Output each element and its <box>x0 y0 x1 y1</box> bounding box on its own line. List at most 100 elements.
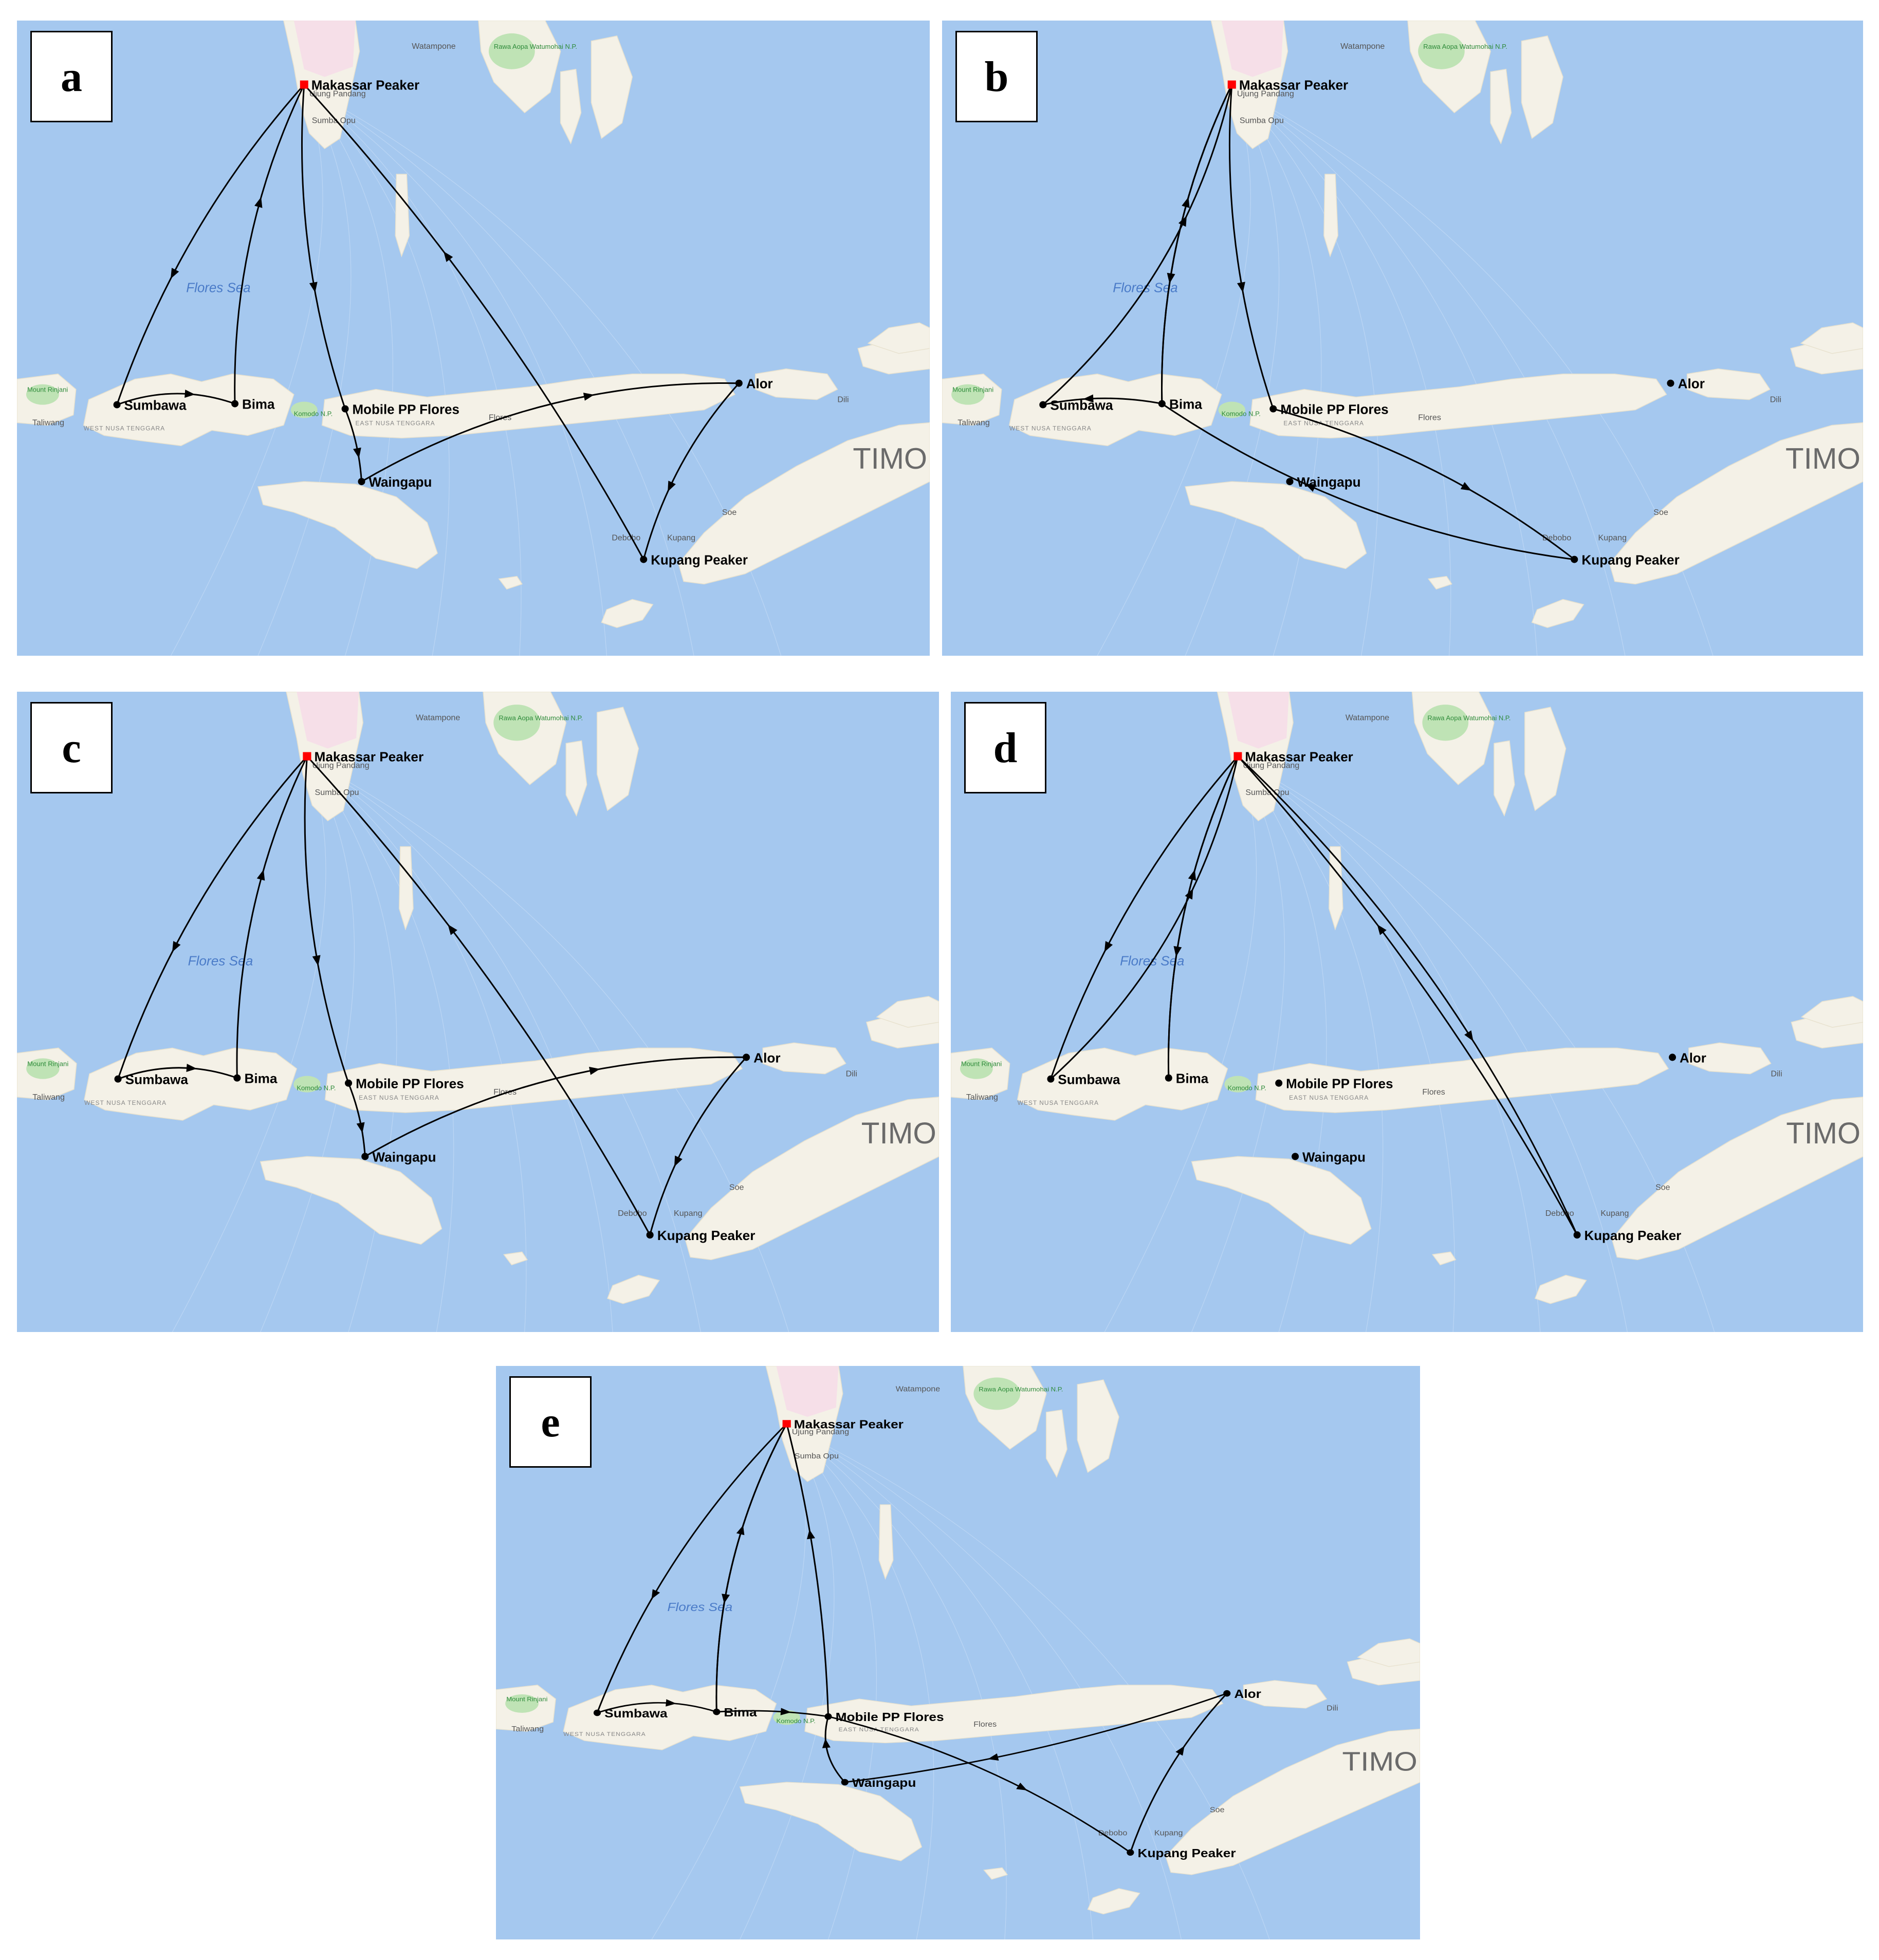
sea-label-flores: Flores Sea <box>188 953 253 969</box>
route-arrow-bima-to-flores <box>780 1708 791 1715</box>
route-arrow-waingapu-to-alor <box>589 1066 600 1075</box>
town-label-taliwang: Taliwang <box>966 1093 998 1102</box>
sumba-island <box>260 1156 443 1245</box>
route-arrow-flores-to-waingapu <box>356 1122 365 1133</box>
sea-label-flores: Flores Sea <box>186 281 250 295</box>
shipping-lane <box>170 87 323 656</box>
shipping-lane <box>1231 87 1538 656</box>
node-marker-flores <box>344 1079 353 1087</box>
region-label-timor: TIMO <box>861 1117 936 1150</box>
alor-island <box>1688 1042 1772 1075</box>
route-kupang-to-makassar <box>303 84 644 560</box>
park-label-komodo: Komodo N.P. <box>297 1084 336 1092</box>
town-label-taliwang: Taliwang <box>32 418 64 427</box>
sumbawa-island <box>1009 374 1222 447</box>
town-label-watampone: Watampone <box>416 713 460 722</box>
town-label-flores: Flores <box>493 1087 517 1097</box>
rinjani-park <box>26 1058 60 1079</box>
node-label-makassar: Makassar Peaker <box>794 1418 904 1431</box>
route-kupang-to-makassar <box>1237 755 1578 1235</box>
node-label-sumbawa: Sumbawa <box>125 1072 189 1087</box>
park-label-komodo: Komodo N.P. <box>294 410 333 418</box>
sulawesi-admin-area <box>293 21 356 77</box>
node-marker-waingapu <box>1292 1153 1299 1160</box>
park-label-rawa-aopa: Rawa Aopa Watumohai N.P. <box>1427 714 1510 722</box>
route-arrow-sumbawa-to-bima <box>185 390 195 398</box>
rawa-aopa-park <box>488 33 535 69</box>
route-bima-to-makassar <box>1161 84 1233 404</box>
route-arrow-makassar-to-flores <box>312 955 321 966</box>
node-marker-bima <box>233 1074 241 1082</box>
node-label-flores: Mobile PP Flores <box>836 1711 944 1724</box>
node-marker-bima <box>1165 1074 1172 1082</box>
route-arrow-sumbawa-to-bima <box>186 1063 197 1073</box>
town-label-kupang: Kupang <box>1598 533 1627 543</box>
node-label-bima: Bima <box>1169 397 1202 412</box>
route-arrow-makassar-to-sumbawa <box>170 268 179 279</box>
node-marker-bima <box>231 400 239 408</box>
panel-label-a: a <box>30 31 113 122</box>
panel-label-c: c <box>30 702 113 793</box>
node-label-alor: Alor <box>1680 1050 1706 1065</box>
node-label-flores: Mobile PP Flores <box>353 403 459 417</box>
route-arrow-makassar-to-kupang <box>1464 1030 1473 1042</box>
route-alor-to-kupang <box>649 1057 747 1235</box>
muna-island <box>1490 68 1512 145</box>
node-label-alor: Alor <box>1234 1688 1261 1701</box>
node-marker-flores <box>341 405 349 413</box>
route-bima-to-flores <box>716 1710 828 1717</box>
town-label-taliwang: Taliwang <box>511 1725 544 1733</box>
rawa-aopa-park <box>493 705 540 741</box>
node-label-bima: Bima <box>1176 1071 1209 1086</box>
route-arrow-kupang-to-alor <box>1175 1746 1185 1756</box>
rawa-aopa-park <box>1422 705 1469 741</box>
town-label-soe: Soe <box>729 1183 744 1192</box>
muna-island <box>1494 740 1515 817</box>
node-label-bima: Bima <box>724 1706 757 1719</box>
town-label-flores: Flores <box>973 1721 997 1729</box>
route-arrow-makassar-to-flores <box>1237 282 1245 293</box>
region-label-west-nusa: WEST NUSA TENGGARA <box>1009 424 1092 432</box>
region-label-west-nusa: WEST NUSA TENGGARA <box>1018 1099 1099 1106</box>
shipping-lane <box>786 1426 1182 1939</box>
node-marker-flores <box>1275 1079 1283 1087</box>
node-label-sumbawa: Sumbawa <box>1050 398 1113 413</box>
shipping-lane <box>1097 87 1251 656</box>
region-label-timor: TIMO <box>1786 1117 1860 1150</box>
park-label-komodo: Komodo N.P. <box>1222 410 1261 418</box>
node-marker-sumbawa <box>113 401 121 409</box>
town-label-ujung-pandang: Ujung Pandang <box>309 90 366 99</box>
flores-island <box>321 374 735 439</box>
route-makassar-to-bima <box>715 1423 788 1712</box>
route-makassar-to-sumbawa <box>596 1423 787 1713</box>
node-marker-bima <box>1158 400 1166 408</box>
node-label-waingapu: Waingapu <box>369 475 432 490</box>
shipping-lane <box>257 87 352 656</box>
town-label-soe: Soe <box>1210 1806 1225 1814</box>
route-waingapu-to-flores <box>824 1716 845 1783</box>
komodo-park <box>1224 1076 1251 1093</box>
rinjani-park <box>960 1058 993 1079</box>
node-marker-flores <box>1269 405 1277 413</box>
sea-background <box>17 692 939 1332</box>
node-marker-alor <box>1667 379 1674 387</box>
shipping-lane <box>1104 759 1257 1332</box>
shipping-lane <box>1191 759 1285 1332</box>
shipping-lane <box>304 87 607 656</box>
town-label-dili: Dili <box>1770 395 1781 404</box>
node-marker-kupang <box>646 1231 654 1239</box>
sea-background <box>942 21 1863 656</box>
sumba-island <box>739 1782 923 1861</box>
node-marker-sumbawa <box>593 1709 601 1716</box>
region-label-west-nusa: WEST NUSA TENGGARA <box>84 1099 167 1106</box>
route-flores-to-waingapu <box>344 409 362 482</box>
town-label-watampone: Watampone <box>1346 713 1389 722</box>
komodo-park <box>293 1076 321 1093</box>
alor-island <box>1686 368 1771 400</box>
sumba-island <box>257 481 438 569</box>
node-label-bima: Bima <box>242 398 275 412</box>
node-marker-sumbawa <box>1047 1075 1055 1083</box>
town-label-soe: Soe <box>1655 1184 1670 1192</box>
